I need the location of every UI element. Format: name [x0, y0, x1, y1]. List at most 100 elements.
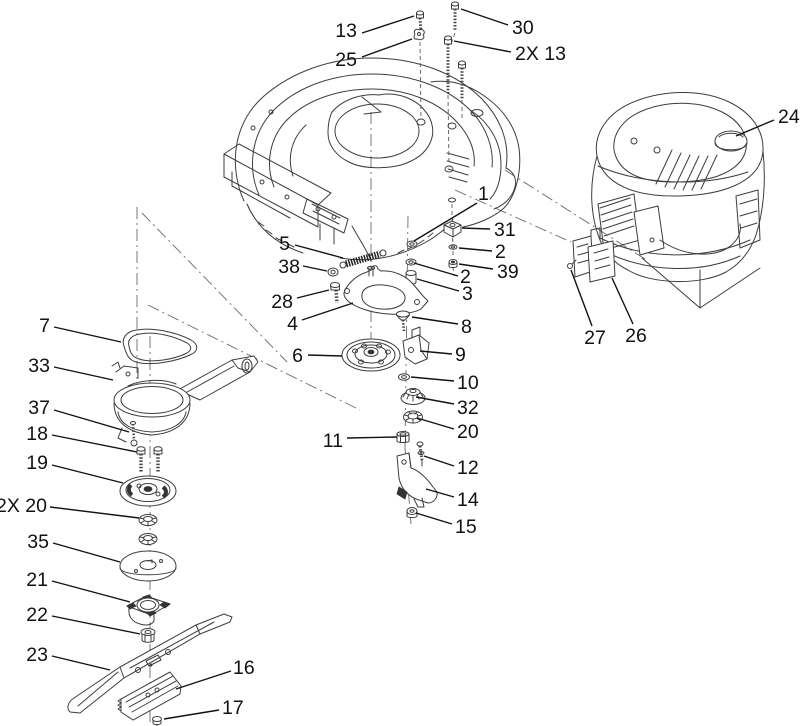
callout-label-32: 32 [457, 397, 479, 419]
part-screw-8 [396, 310, 410, 333]
leader-line-9 [419, 350, 453, 355]
callout-label-4: 4 [287, 313, 298, 335]
part-bracket-9 [402, 326, 430, 365]
leader-line-30 [460, 8, 509, 26]
leader-line-37 [53, 409, 130, 433]
callout-label-2: 2 [460, 266, 471, 288]
callout-label-23: 23 [26, 644, 48, 666]
part-accelerator-16 [117, 671, 182, 721]
callout-label-2: 2 [495, 241, 506, 263]
part-bracket-26 [572, 227, 616, 283]
leader-line-4 [301, 302, 354, 321]
part-bolt-30 [450, 1, 459, 45]
leader-line-17 [163, 709, 220, 720]
callout-label-13: 13 [335, 20, 357, 42]
callout-label-30: 30 [512, 17, 534, 39]
callout-label-14: 14 [457, 489, 479, 511]
leader-line-18 [51, 434, 138, 453]
part-stack-31-2-39 [443, 197, 462, 277]
part-washer-1 [406, 240, 418, 248]
leader-line-16 [175, 670, 232, 690]
callout-label-35: 35 [27, 531, 49, 553]
leader-line-22 [51, 615, 141, 635]
leader-line-39 [458, 263, 494, 270]
part-brake-pulley-19 [119, 475, 177, 507]
part-washer-38 [327, 267, 339, 277]
part-bolt-37 [130, 421, 138, 447]
part-bolts-18 [136, 446, 163, 473]
leader-line-2 [413, 262, 459, 277]
part-screw-27 [567, 259, 577, 269]
callout-label-25: 25 [335, 49, 357, 71]
leader-line-7 [53, 326, 122, 343]
part-bearings-2x20 [138, 514, 158, 546]
callout-label-7: 7 [39, 315, 50, 337]
callout-label-10: 10 [457, 372, 479, 394]
callout-label-15: 15 [455, 516, 477, 538]
leader-line-25 [361, 38, 413, 58]
axis-lines [136, 112, 649, 722]
leader-line-32 [415, 396, 455, 405]
part-blade-driver-21 [126, 594, 171, 626]
part-washer-2-center [405, 258, 417, 266]
leader-line-15 [415, 512, 453, 525]
part-brake-bracket-4 [343, 265, 429, 315]
callout-label-22: 22 [26, 604, 48, 626]
callout-label-18: 18 [26, 423, 48, 445]
leader-line-27 [570, 269, 593, 327]
leader-line-19 [51, 464, 124, 484]
leader-line-6 [307, 354, 343, 357]
part-nut-15 [406, 507, 418, 518]
mower-deck-drawing [223, 57, 521, 262]
part-bolt-17 [152, 716, 162, 726]
part-nut-22 [140, 628, 156, 643]
callout-label-26: 26 [625, 325, 647, 347]
leader-line-33 [53, 366, 114, 381]
callout-label-21: 21 [26, 569, 48, 591]
callout-label-17: 17 [222, 697, 244, 719]
callout-label-3: 3 [462, 283, 473, 305]
part-pulley-6 [341, 338, 401, 372]
leader-line-20 [416, 417, 455, 430]
callout-label-5: 5 [279, 233, 290, 255]
callout-label-20: 20 [457, 421, 479, 443]
leader-line-11 [346, 436, 398, 439]
part-housing-33 [111, 355, 259, 443]
callout-label-37: 37 [28, 397, 50, 419]
callout-label-2X-20: 2X 20 [0, 495, 47, 517]
leader-line-10 [410, 376, 455, 382]
callout-label-27: 27 [584, 327, 606, 349]
engine-drawing [591, 92, 765, 309]
leader-line-14 [425, 488, 455, 498]
leader-line-1 [413, 202, 478, 242]
part-bracket-14 [396, 452, 438, 508]
callout-label-9: 9 [455, 344, 466, 366]
callout-label-11: 11 [323, 430, 343, 452]
part-nut-11 [396, 431, 410, 443]
leader-line-2 [458, 247, 493, 252]
leader-line-12 [423, 455, 455, 467]
callout-label-31: 31 [494, 219, 516, 241]
callout-label-39: 39 [497, 261, 519, 283]
part-belt-7 [122, 328, 198, 365]
leader-line-31 [461, 227, 491, 230]
callout-label-33: 33 [28, 355, 50, 377]
callout-label-28: 28 [271, 291, 293, 313]
callout-label-16: 16 [233, 657, 255, 679]
callout-label-6: 6 [292, 345, 303, 367]
callout-label-2X-13: 2X 13 [515, 43, 566, 65]
part-pin-12 [416, 441, 425, 467]
leader-line-38 [302, 265, 328, 272]
part-bolts-2x13 [444, 35, 466, 166]
leader-line-2X-13 [453, 40, 512, 53]
part-clip-25 [413, 28, 425, 41]
part-bearing-20-center [403, 410, 423, 424]
leader-line-3 [416, 278, 460, 292]
callout-label-19: 19 [26, 452, 48, 474]
leader-line-13 [361, 15, 415, 34]
part-bolt-28 [330, 282, 340, 304]
callout-label-8: 8 [461, 316, 472, 338]
leader-line-24 [735, 119, 775, 137]
